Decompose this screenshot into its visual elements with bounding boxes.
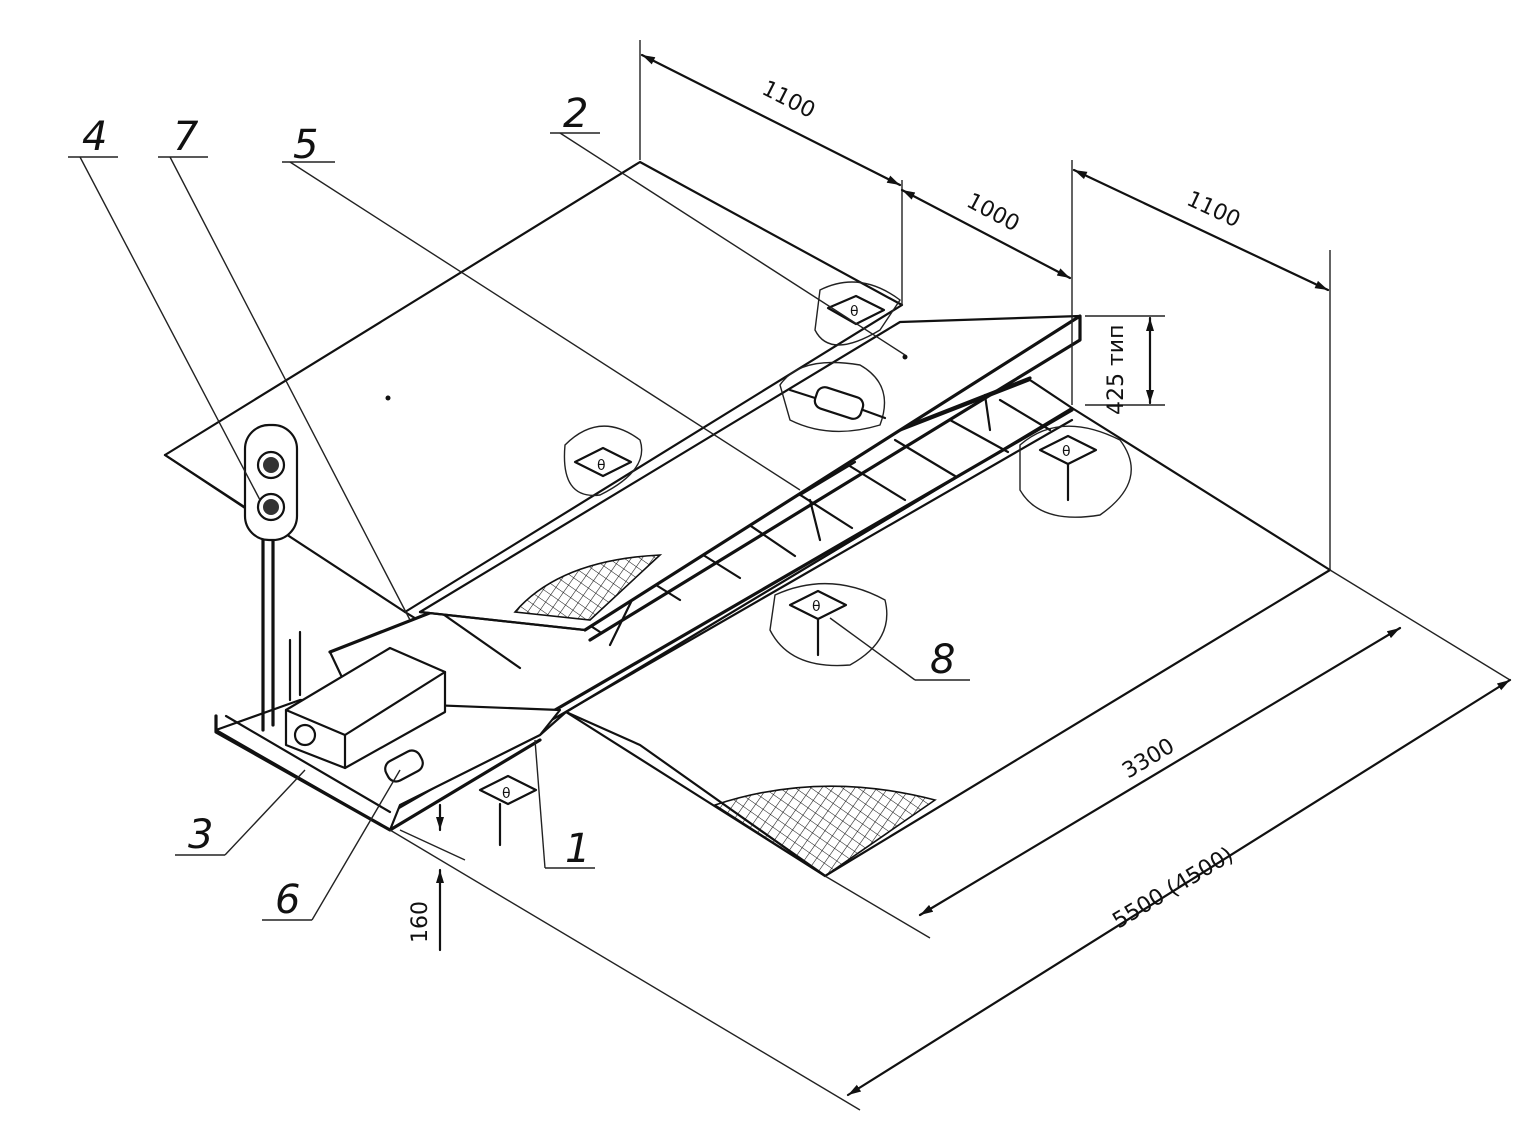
svg-text:θ: θ [850,304,859,320]
hydraulic-cylinder [779,361,887,433]
svg-text:θ: θ [597,458,606,474]
dimension-lines [389,40,1512,1111]
anchor-1: θ [814,281,901,346]
callout-7: 7 [173,114,199,160]
control-unit [284,630,447,783]
dim-height: 425 тип [1104,325,1129,415]
callouts: 4 7 5 2 3 6 1 8 [68,91,970,923]
anchor-2: θ [563,425,643,497]
dim-total-length: 5500 (4500) [1109,843,1239,935]
callout-1: 1 [565,826,590,872]
anchor-1-front: θ [478,774,538,847]
svg-text:θ: θ [812,599,821,615]
lifting-plate [418,314,1082,647]
dim-top-mid: 1000 [962,189,1023,237]
callout-2: 2 [563,91,588,137]
dim-inner-length: 3300 [1118,734,1179,784]
traffic-light [243,423,299,732]
anchor-8: θ [769,582,888,667]
dim-pit-depth: 160 [408,901,433,943]
svg-text:θ: θ [1062,444,1071,460]
anchor-bolts: θ θ θ θ θ [478,281,1132,847]
callout-5: 5 [293,122,318,168]
callout-8: 8 [930,637,955,683]
callout-3: 3 [188,812,213,858]
anchor-3: θ [1019,425,1132,518]
svg-text:θ: θ [502,786,511,802]
callout-4: 4 [82,114,107,160]
callout-6: 6 [275,877,300,923]
